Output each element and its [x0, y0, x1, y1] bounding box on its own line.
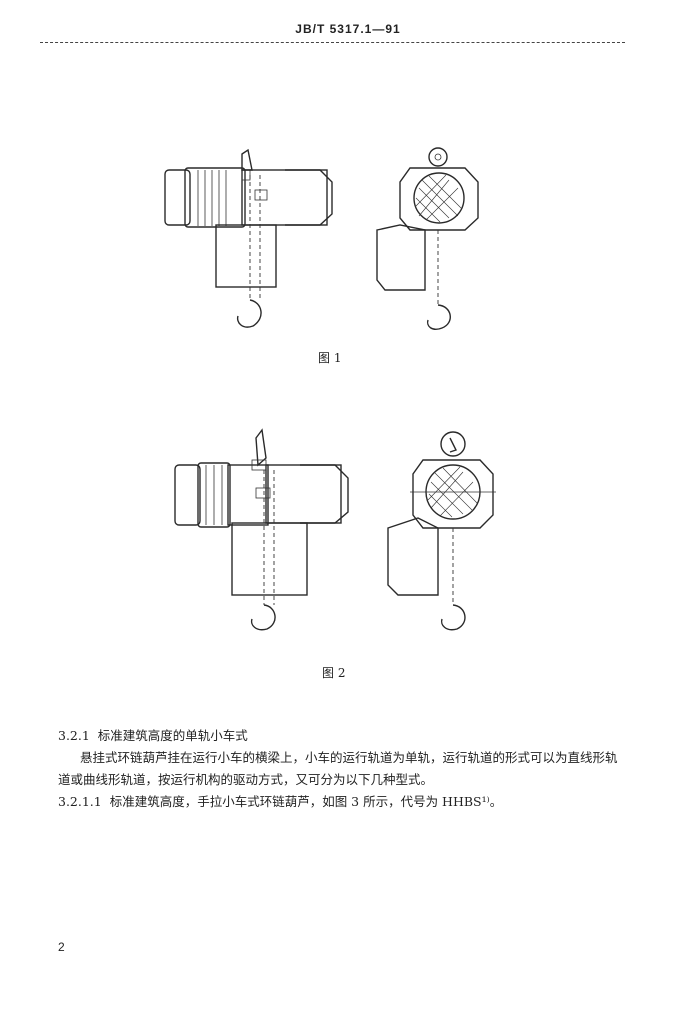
figure-1-caption: 图 1	[318, 351, 342, 365]
section-title: 标准建筑高度的单轨小车式	[97, 728, 248, 743]
section-3-2-1-heading: 3.2.1 标准建筑高度的单轨小车式	[58, 725, 638, 747]
figure-1-front-view	[376, 147, 479, 330]
header-rule	[40, 42, 625, 43]
figure-2-front-view	[387, 431, 496, 631]
section-3-2-1-1: 3.2.1.1 标准建筑高度，手拉小车式环链葫芦，如图 3 所示，代号为 HHB…	[58, 791, 638, 813]
figure-1-side-view	[164, 148, 333, 328]
figure-2-drawing	[174, 428, 496, 631]
section-number: 3.2.1	[58, 728, 90, 743]
section-number: 3.2.1.1	[58, 794, 102, 809]
figure-2-side-view	[174, 428, 349, 631]
section-text: 标准建筑高度，手拉小车式环链葫芦，如图 3 所示，代号为 HHBS¹⁾。	[109, 794, 503, 809]
page-number: 2	[58, 940, 65, 954]
running-header: JB/T 5317.1—91	[295, 22, 401, 36]
figure-2-caption: 图 2	[322, 666, 346, 680]
paragraph-line: 道或曲线形轨道，按运行机构的驱动方式，又可分为以下几种型式。	[58, 772, 434, 787]
figure-1-drawing	[164, 147, 479, 330]
paragraph-line: 悬挂式环链葫芦挂在运行小车的横梁上，小车的运行轨道为单轨，运行轨道的形式可以为直…	[80, 750, 618, 765]
body-text: 3.2.1 标准建筑高度的单轨小车式 悬挂式环链葫芦挂在运行小车的横梁上，小车的…	[58, 725, 638, 813]
